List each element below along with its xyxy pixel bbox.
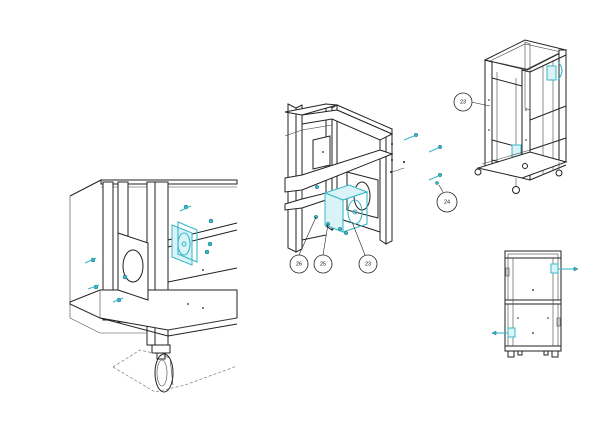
callout-label: 23 bbox=[365, 261, 371, 267]
left-detail-view bbox=[69, 179, 238, 393]
front-caster-left bbox=[507, 350, 515, 358]
rack-fan-top bbox=[546, 65, 557, 81]
fan-unit-center bbox=[323, 184, 369, 233]
front-fan-bottom bbox=[507, 327, 516, 338]
callout-25: 25 bbox=[313, 223, 333, 274]
rack-caster bbox=[474, 168, 482, 176]
fan-unit-left bbox=[171, 221, 198, 266]
callout-24: 24 bbox=[436, 184, 458, 213]
callout-26: 26 bbox=[289, 216, 317, 274]
rack-front-view bbox=[491, 250, 579, 358]
callout-label: 25 bbox=[320, 261, 326, 267]
front-fan-top bbox=[550, 263, 559, 274]
callout-label: 24 bbox=[444, 199, 450, 205]
rack-isometric-view bbox=[474, 39, 568, 194]
callout-label: 23 bbox=[460, 99, 466, 105]
front-caster-right bbox=[551, 350, 559, 358]
screws-24 bbox=[403, 132, 443, 185]
callout-23-center: 23 bbox=[351, 221, 378, 274]
center-detail-view bbox=[284, 103, 443, 253]
callout-label: 26 bbox=[296, 261, 302, 267]
callout-23-rack: 23 bbox=[453, 92, 491, 112]
fan-mount-plate bbox=[117, 232, 149, 301]
caster-wheel bbox=[151, 344, 174, 393]
